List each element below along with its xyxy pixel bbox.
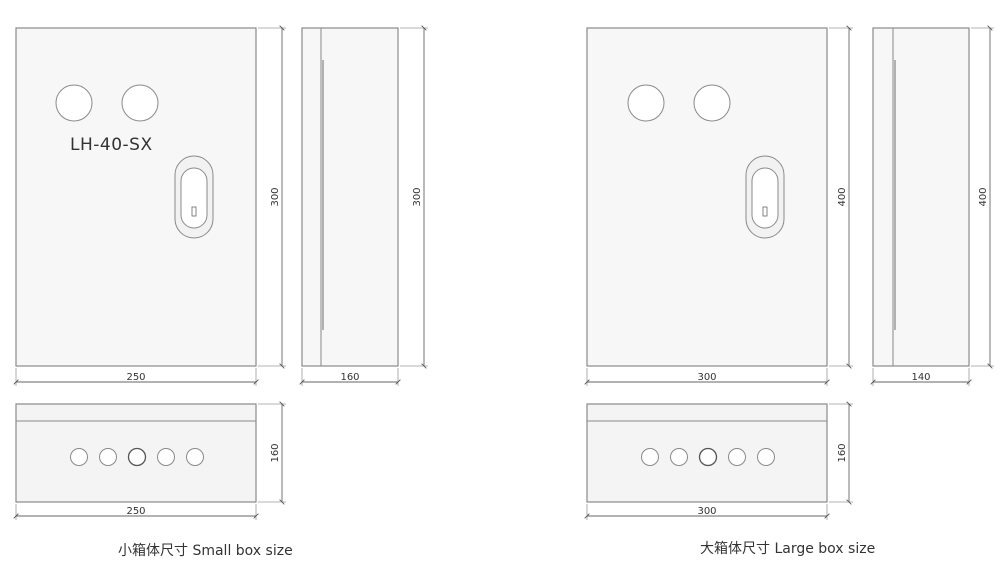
small-side-height-dimension: 300 xyxy=(400,28,428,366)
small-front-view: LH-40-SX xyxy=(15,27,257,367)
model-label: LH-40-SX xyxy=(70,135,153,155)
dimension-value: 300 xyxy=(270,187,281,206)
door-lock xyxy=(174,155,214,239)
large-front-view xyxy=(586,27,828,367)
small-front-height-dimension: 300 xyxy=(258,28,286,366)
large-box-caption: 大箱体尺寸 Large box size xyxy=(700,541,876,557)
large-bottom-depth-dimension: 160 xyxy=(829,404,853,502)
cable-entry-hole xyxy=(670,448,688,466)
small-bottom-depth-dimension: 160 xyxy=(258,404,286,502)
cable-entry-hole xyxy=(641,448,659,466)
cable-entry-hole xyxy=(157,448,175,466)
dimension-value: 160 xyxy=(340,372,359,383)
cable-entry-hole xyxy=(698,447,718,467)
cable-entry-hole xyxy=(728,448,746,466)
large-bottom-width-dimension: 300 xyxy=(587,504,827,520)
cable-entry-hole xyxy=(127,447,147,467)
dimension-value: 250 xyxy=(126,506,145,517)
large-front-width-dimension: 300 xyxy=(587,368,827,386)
cable-entry-hole xyxy=(70,448,88,466)
large-side-view xyxy=(872,27,970,367)
indicator-light-hole xyxy=(121,84,159,122)
small-side-depth-dimension: 160 xyxy=(302,368,398,386)
small-bottom-width-dimension: 250 xyxy=(16,504,256,520)
cable-entry-hole xyxy=(757,448,775,466)
indicator-light-hole xyxy=(55,84,93,122)
small-front-width-dimension: 250 xyxy=(16,368,256,386)
indicator-light-hole xyxy=(693,84,731,122)
indicator-light-hole xyxy=(627,84,665,122)
dimension-value: 300 xyxy=(412,187,423,206)
dimension-value: 400 xyxy=(837,187,848,206)
large-bottom-view xyxy=(586,403,828,503)
door-lock xyxy=(745,155,785,239)
large-front-height-dimension: 400 xyxy=(829,28,853,366)
dimension-value: 160 xyxy=(270,443,281,462)
dimension-value: 300 xyxy=(697,506,716,517)
cable-entry-hole xyxy=(99,448,117,466)
cable-entry-hole xyxy=(186,448,204,466)
dimension-value: 160 xyxy=(837,443,848,462)
dimension-value: 140 xyxy=(911,372,930,383)
small-side-view xyxy=(301,27,399,367)
small-box-caption: 小箱体尺寸 Small box size xyxy=(118,543,293,559)
dimension-value: 300 xyxy=(697,372,716,383)
large-side-height-dimension: 400 xyxy=(971,28,994,366)
dimension-value: 250 xyxy=(126,372,145,383)
dimension-value: 400 xyxy=(978,187,989,206)
small-bottom-view xyxy=(15,403,257,503)
large-side-depth-dimension: 140 xyxy=(873,368,969,386)
